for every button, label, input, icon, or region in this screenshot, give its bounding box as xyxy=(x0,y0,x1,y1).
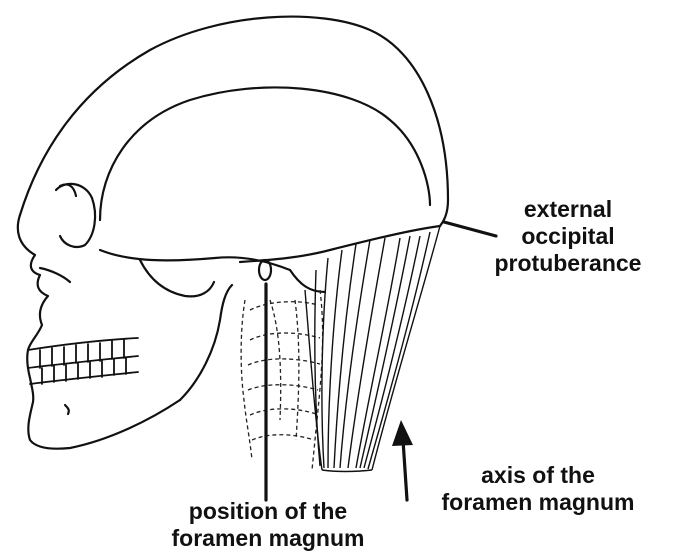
axis-arrow-head xyxy=(392,420,413,446)
label-external-occipital-protuberance: external occipital protuberance xyxy=(468,196,668,277)
label-line: external xyxy=(468,196,668,223)
label-position-of-foramen-magnum: position of the foramen magnum xyxy=(138,498,398,552)
label-line: occipital xyxy=(468,223,668,250)
axis-arrow-shaft xyxy=(403,440,407,500)
nasal-cavity xyxy=(40,268,70,282)
label-line: foramen magnum xyxy=(138,525,398,552)
teeth xyxy=(28,338,138,384)
cervical-vertebrae xyxy=(241,290,323,470)
mandible xyxy=(180,285,232,400)
temporal-line xyxy=(100,87,430,220)
skull-base xyxy=(240,226,440,262)
label-line: position of the xyxy=(138,498,398,525)
label-line: axis of the xyxy=(408,462,668,489)
neck-muscles xyxy=(305,226,440,472)
cranium-outline xyxy=(20,17,448,226)
label-line: foramen magnum xyxy=(408,489,668,516)
label-axis-of-foramen-magnum: axis of the foramen magnum xyxy=(408,462,668,516)
label-line: protuberance xyxy=(468,250,668,277)
